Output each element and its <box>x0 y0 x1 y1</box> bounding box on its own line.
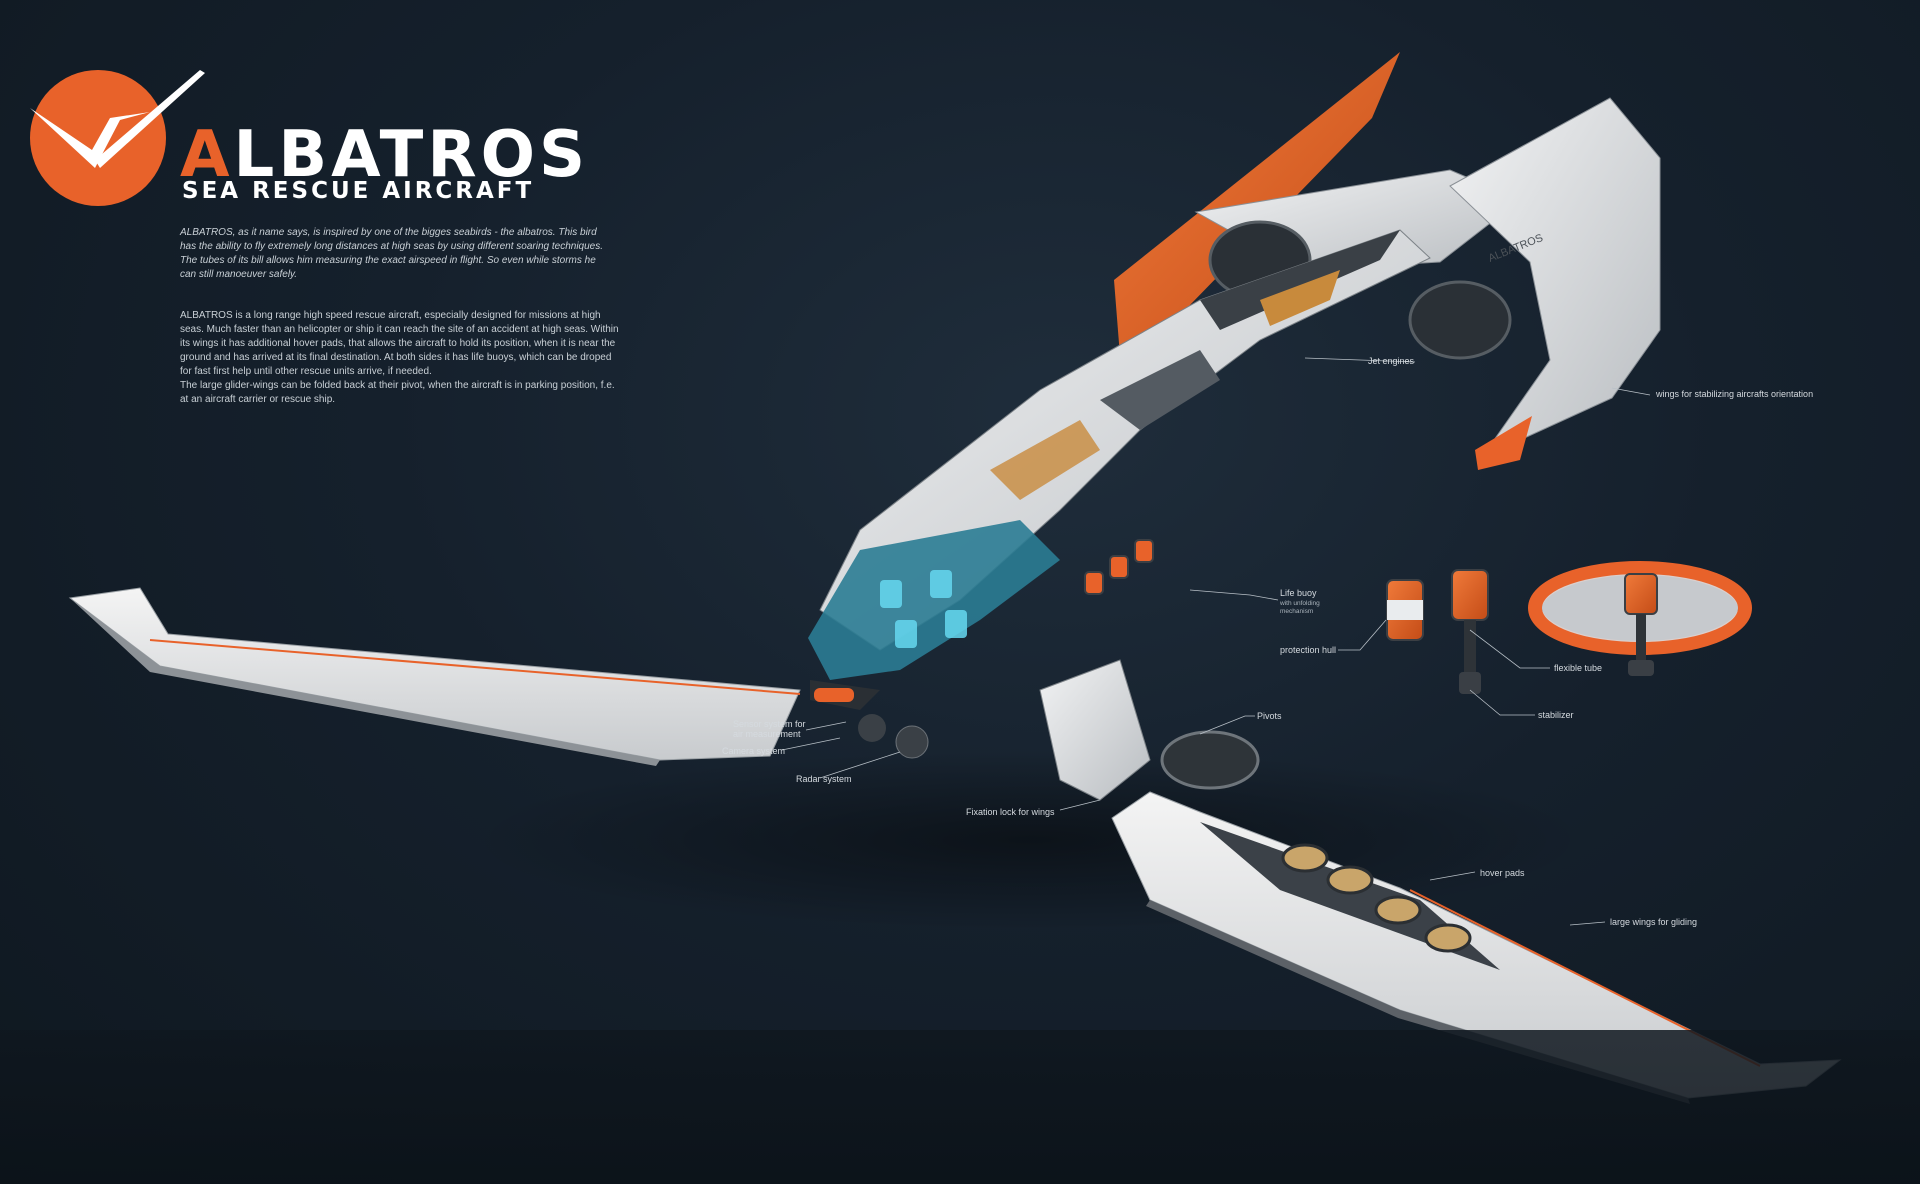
left-glider-wing <box>68 587 801 766</box>
title-rest: LBATROS <box>233 118 590 192</box>
title-first-letter: A <box>180 118 234 192</box>
label-large-wings: large wings for gliding <box>1610 917 1698 927</box>
label-life-buoy: Life buoy <box>1280 588 1317 598</box>
label-camera-system: Camera system <box>722 746 786 756</box>
page-title: ALBATROS <box>180 118 589 192</box>
description-text: ALBATROS is a long range high speed resc… <box>180 309 620 407</box>
label-radar-system: Radar system <box>796 774 852 784</box>
intro-text: ALBATROS, as it name says, is inspired b… <box>180 227 604 280</box>
label-jet-engines: Jet engines <box>1368 356 1415 366</box>
floor-band <box>0 1030 1920 1184</box>
tail-stabilizing-wings <box>1114 52 1661 470</box>
life-buoys <box>1084 539 1154 595</box>
cockpit-seats <box>880 570 967 648</box>
label-flexible-tube: flexible tube <box>1554 663 1603 673</box>
hover-pads <box>1281 843 1472 953</box>
label-stabilizing-wings: wings for stabilizing aircrafts orientat… <box>1656 389 1814 399</box>
description-paragraph: ALBATROS is a long range high speed resc… <box>180 310 619 377</box>
albatros-logo <box>30 70 205 206</box>
label-fixation-lock: Fixation lock for wings <box>966 807 1055 817</box>
sensor-camera-radar <box>814 688 929 759</box>
page-subtitle: SEA RESCUE AIRCRAFT <box>182 178 535 204</box>
label-life-buoy-sub: with unfolding mechanism <box>1280 600 1320 615</box>
label-protection-hull: protection hull <box>1280 645 1337 655</box>
fuselage <box>808 229 1431 710</box>
life-buoy-exploded-view <box>1386 561 1752 694</box>
callout-leader-lines <box>781 357 1651 926</box>
label-sensor-system: Sensor system for air measurement <box>733 719 806 739</box>
label-stabilizer: stabilizer <box>1538 710 1574 720</box>
description-paragraph: The large glider-wings can be folded bac… <box>180 380 615 405</box>
label-pivots: Pivots <box>1257 711 1282 721</box>
label-hover-pads: hover pads <box>1480 868 1525 878</box>
wing-pivot <box>1039 659 1260 801</box>
